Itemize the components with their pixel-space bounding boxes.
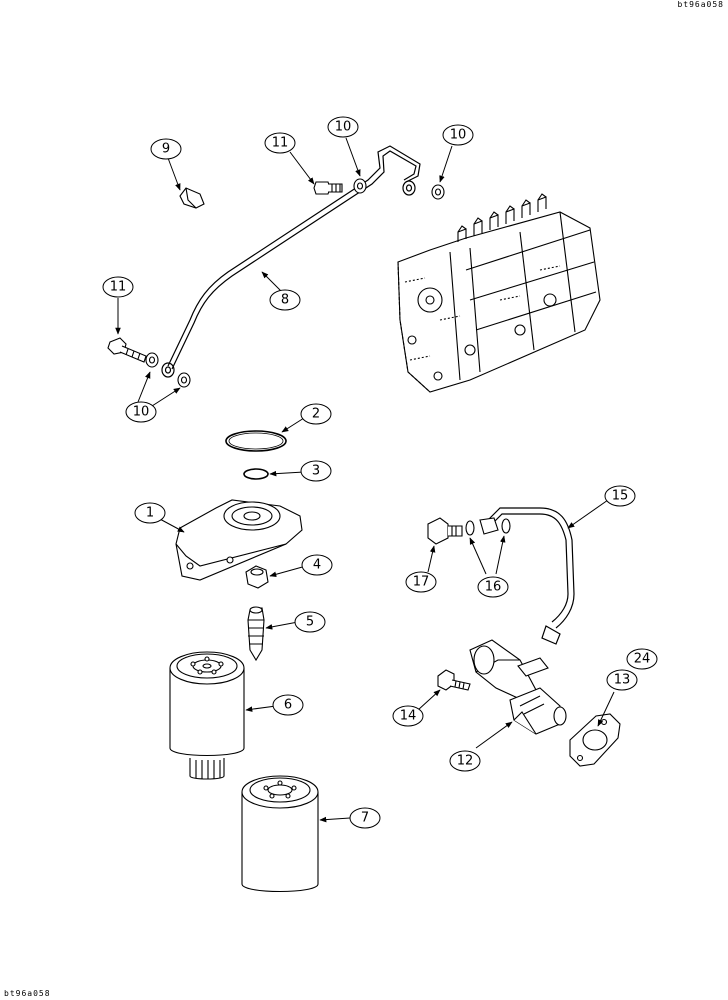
callout-15 <box>604 485 636 507</box>
banjo-bolt-top <box>313 181 343 195</box>
callout-label-3: 3 <box>312 464 320 479</box>
copper-washers <box>465 517 511 536</box>
callout-label-2: 2 <box>312 407 320 422</box>
callout-8 <box>269 289 301 311</box>
adapter-fitting <box>247 606 265 662</box>
callout-14 <box>392 705 424 727</box>
callout-10-top-middle <box>327 116 359 138</box>
callout-1 <box>134 502 166 524</box>
callout-11-left <box>102 276 134 298</box>
callout-10-bottom-left <box>125 401 157 423</box>
fuel-filter <box>169 651 245 780</box>
callout-label-24: 24 <box>634 652 651 667</box>
callout-13 <box>606 669 638 691</box>
callout-label-7: 7 <box>361 811 369 826</box>
drawing-reference-bottom: bt96a058 <box>4 989 51 998</box>
callout-label-10-top-right: 10 <box>450 128 467 143</box>
line-clip <box>179 187 205 209</box>
sealing-washers <box>145 178 445 388</box>
callout-label-17: 17 <box>413 575 430 590</box>
seal-ring <box>243 468 269 480</box>
callout-label-14: 14 <box>400 709 417 724</box>
callout-label-11-left: 11 <box>110 280 127 295</box>
callout-label-1: 1 <box>146 506 154 521</box>
callout-label-4: 4 <box>313 558 321 573</box>
secondary-fuel-filter <box>241 775 319 893</box>
callout-5 <box>294 611 326 633</box>
callout-7 <box>349 807 381 829</box>
callout-label-10-bottom-left: 10 <box>133 405 150 420</box>
filter-head-o-ring <box>225 430 287 452</box>
adapter-nut <box>245 565 269 589</box>
callout-label-6: 6 <box>284 698 292 713</box>
banjo-bolt-17 <box>427 517 463 545</box>
fuel-transfer-pump <box>469 639 567 735</box>
callout-label-11-top: 11 <box>272 136 289 151</box>
callout-11-top <box>264 132 296 154</box>
pump-gasket <box>569 713 621 767</box>
callout-2 <box>300 403 332 425</box>
drawing-reference-top: bt96a058 <box>677 0 724 9</box>
callout-label-10-top-middle: 10 <box>335 120 352 135</box>
transfer-pump-fuel-line <box>487 507 575 645</box>
callout-label-9: 9 <box>162 142 170 157</box>
callout-17 <box>405 571 437 593</box>
callout-3 <box>300 460 332 482</box>
callout-label-16: 16 <box>485 580 502 595</box>
banjo-bolt-bottom <box>107 337 147 363</box>
callout-10-top-right <box>442 124 474 146</box>
callout-label-13: 13 <box>614 673 631 688</box>
callout-label-12: 12 <box>457 754 474 769</box>
callout-label-15: 15 <box>612 489 629 504</box>
callout-9 <box>150 138 182 160</box>
callout-16 <box>477 576 509 598</box>
callout-label-8: 8 <box>281 293 289 308</box>
callout-label-5: 5 <box>306 615 314 630</box>
mounting-bolt <box>437 669 471 691</box>
callout-12 <box>449 750 481 772</box>
callout-4 <box>301 554 333 576</box>
filter-head <box>175 499 303 581</box>
fuel-line <box>161 145 421 378</box>
callout-6 <box>272 694 304 716</box>
callout-24 <box>626 648 658 670</box>
injection-pump <box>397 193 601 393</box>
